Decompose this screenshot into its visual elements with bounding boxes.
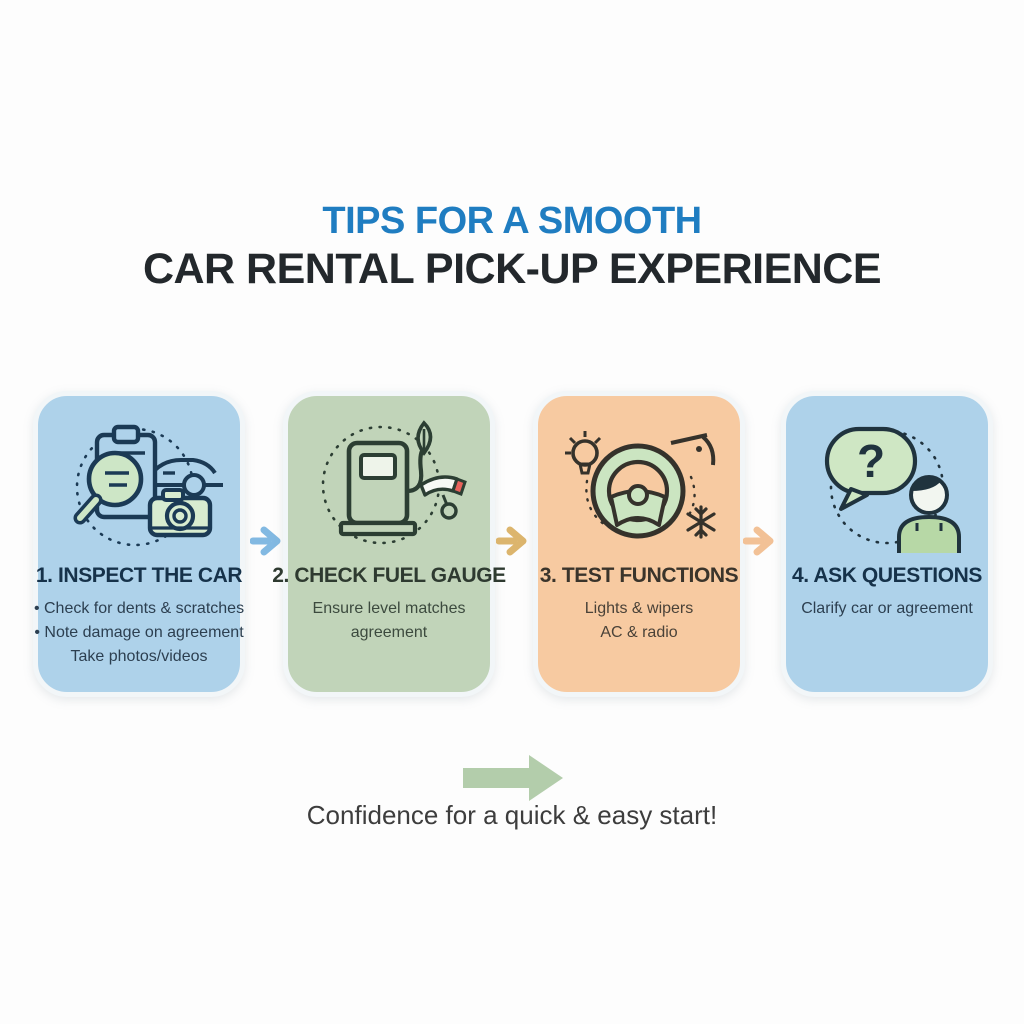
footer-arrow-icon	[463, 753, 565, 803]
steering-wheel-icon	[553, 418, 725, 558]
step-line: Lights & wipers	[584, 600, 694, 617]
step-lines-3: Lights & wipers AC & radio	[585, 597, 694, 645]
step-lines-4: Clarify car or agreement	[801, 597, 973, 621]
step-lines-2: Ensure level matches agreement	[313, 597, 466, 645]
step-line: • Note damage on agreement	[34, 624, 244, 641]
inspection-icon	[53, 418, 225, 558]
step-line: Clarify car or agreement	[801, 600, 973, 617]
step-line: AC & radio	[600, 624, 678, 641]
title-line-2: CAR RENTAL PICK-UP EXPERIENCE	[142, 245, 882, 293]
step-title-1: 1. INSPECT THE CAR	[35, 564, 243, 587]
step-title-4: 4. ASK QUESTIONS	[791, 564, 983, 587]
connector-arrow-1	[249, 526, 282, 556]
svg-text:?: ?	[857, 435, 885, 487]
connector-arrow-2	[495, 526, 528, 556]
step-lines-1: • Check for dents & scratches • Note dam…	[34, 597, 244, 669]
header: TIPS FOR A SMOOTH CAR RENTAL PICK-UP EXP…	[0, 198, 1024, 294]
step-title-3: 3. TEST FUNCTIONS	[539, 564, 739, 587]
step-title-2: 2. CHECK FUEL GAUGE	[272, 564, 506, 587]
step-line: • Check for dents & scratches	[33, 600, 245, 617]
step-card-ask: ? 4. ASK QUESTIONS Clarify car or agreem…	[781, 391, 993, 697]
step-line: Ensure level matches	[312, 600, 466, 617]
footer-tagline: Confidence for a quick & easy start!	[306, 800, 718, 830]
title-line-1: TIPS FOR A SMOOTH	[322, 200, 702, 242]
fuel-gauge-icon	[303, 418, 475, 558]
step-line: Take photos/videos	[70, 648, 208, 665]
question-person-icon: ?	[801, 418, 973, 558]
step-card-inspect: 1. INSPECT THE CAR • Check for dents & s…	[33, 391, 245, 697]
step-card-functions: 3. TEST FUNCTIONS Lights & wipers AC & r…	[533, 391, 745, 697]
step-line: agreement	[350, 624, 428, 641]
connector-arrow-3	[742, 526, 775, 556]
step-card-fuel: 2. CHECK FUEL GAUGE Ensure level matches…	[272, 391, 506, 697]
